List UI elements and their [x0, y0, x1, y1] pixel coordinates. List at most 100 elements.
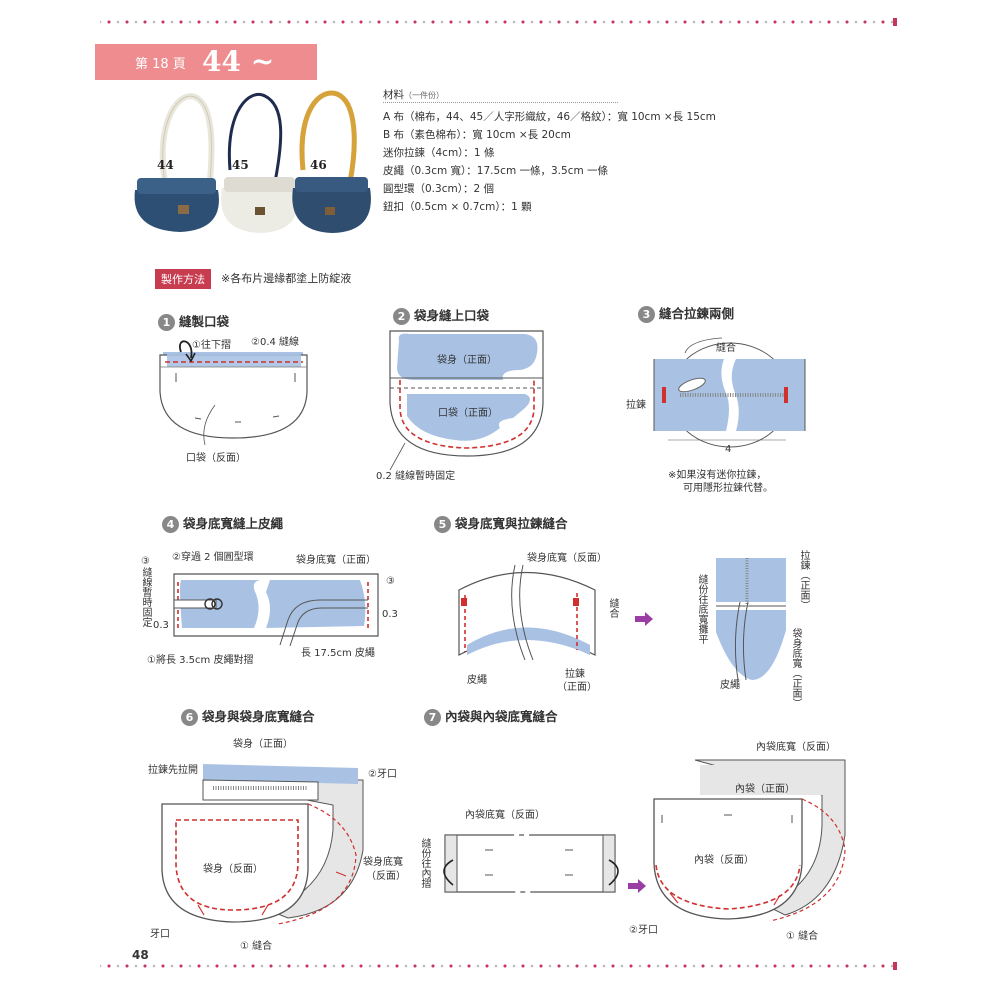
step-2-diagram: [389, 330, 544, 471]
bag-45-strap: [227, 93, 283, 183]
gusset-front-panel: [716, 610, 786, 680]
bag-46-number: 46: [310, 158, 327, 172]
bag-44-strap-edge: [162, 95, 213, 183]
body-fabric: [397, 333, 538, 380]
lining-gusset: [444, 834, 616, 893]
body-back: [161, 803, 309, 923]
zip-end: [461, 598, 467, 606]
s1-pocket-label: 口袋（反面）: [186, 453, 246, 464]
step-6-diagram: [161, 764, 364, 925]
step-label: 袋身底寬縫上皮繩: [183, 516, 284, 531]
s2-baste-label: 0.2 縫線暫時固定: [376, 471, 456, 482]
step-5-diagram-b: [716, 558, 786, 681]
s6-gusset-back2-label: （反面）: [366, 871, 406, 882]
s3-note-2: 可用隱形拉鍊代替。: [683, 483, 773, 494]
fold-arrow: [178, 340, 193, 359]
material-line: 迷你拉鍊（4cm）：1 條: [383, 147, 495, 159]
s6-body-front-label: 袋身（正面）: [233, 739, 293, 750]
s2-pocket-label: 口袋（正面）: [438, 408, 498, 419]
pocket-fabric: [407, 394, 530, 441]
s5-zipper-label: 拉鍊: [565, 669, 585, 680]
step-3-title: 3 縫合拉鍊兩側: [638, 303, 734, 323]
banner-page-label: 第 18 頁: [135, 57, 186, 72]
step-label: 袋身縫上口袋: [414, 308, 490, 323]
top-rule-end: [893, 18, 897, 26]
sew-line: [175, 819, 299, 911]
step-number: 1: [158, 314, 175, 331]
lining-front-area: [700, 765, 830, 795]
step-3-diagram: [653, 337, 806, 448]
step-number: 6: [181, 709, 198, 726]
s6-notch2-label: 牙口: [150, 929, 170, 940]
s5-flatten-label: 縫份往底寬攤平: [696, 574, 707, 644]
break-right: [522, 829, 532, 901]
s4-baste-label: ③縫線暫時固定: [140, 556, 151, 627]
gusset-fabric-left: [180, 579, 260, 628]
zipper-stop-right: [784, 387, 788, 403]
step-label: 縫合拉鍊兩側: [659, 306, 735, 321]
notch: [197, 904, 205, 916]
bag-45-tab: [255, 207, 265, 215]
page-banner: 第 18 頁 44 ~ 46: [95, 44, 317, 111]
step-label: 縫製口袋: [179, 314, 230, 329]
arrow-right: [628, 879, 646, 893]
strap: [511, 564, 534, 661]
bag-46-strap: [299, 90, 357, 183]
top-dot-rule: [100, 18, 895, 26]
s7-lining-front-label: 內袋（正面）: [735, 784, 795, 795]
method-tag: 製作方法: [155, 269, 211, 289]
s5-strap2-label: 皮繩: [720, 680, 740, 691]
s1-sew-label: ②0.4 縫線: [251, 337, 300, 348]
body-front-top: [203, 764, 358, 784]
material-line: A 布（棉布，44、45／人字形織紋，46／格紋）：寬 10cm ×長 15cm: [383, 111, 716, 123]
lining-back-wall: [694, 759, 846, 916]
s6-gusset-back1-label: 袋身底寬: [363, 857, 403, 868]
s4-d2-label: 0.3: [382, 609, 398, 620]
s7-sew-label: ① 縫合: [786, 931, 819, 942]
s4-c3-label: ③: [386, 576, 395, 587]
zipper-front: [467, 627, 590, 655]
s5-zipper-front-label: 拉鍊（正面）: [798, 550, 809, 610]
s2-body-label: 袋身（正面）: [437, 355, 497, 366]
fold-left: [444, 834, 458, 893]
step-7-arrow: [628, 879, 646, 893]
bag-45-top: [224, 177, 295, 192]
banner-range: 44 ~ 46: [202, 45, 275, 111]
notch: [335, 871, 347, 877]
materials-divider: [383, 102, 618, 103]
strap: [734, 601, 749, 681]
material-line: 鈕扣（0.5cm × 0.7cm）：1 顆: [383, 201, 532, 213]
material-line: 圓型環（0.3cm）：2 個: [383, 183, 494, 195]
pocket-mark: [194, 417, 202, 420]
short-strap: [173, 599, 217, 609]
step-number: 5: [434, 516, 451, 533]
step-7-diagram-a: [443, 829, 619, 901]
s3-sew-label: 縫合: [716, 343, 736, 354]
bag-44: 44: [134, 93, 219, 232]
turn-arrow-left: [443, 859, 454, 886]
ring: [211, 598, 223, 610]
s3-note-1: ※如果沒有迷你拉鍊，: [668, 470, 767, 481]
gusset-fabric-right: [266, 580, 366, 628]
materials-qty: （一件份）: [404, 91, 444, 100]
s5-gusset-back-label: 袋身底寬（反面）: [527, 553, 607, 564]
zipper-stop-left: [662, 387, 666, 403]
page-number: 48: [132, 948, 149, 962]
s6-body-back-label: 袋身（反面）: [203, 864, 263, 875]
step-number: 7: [424, 709, 441, 726]
leader-line: [389, 442, 406, 471]
step-number: 3: [638, 306, 655, 323]
s1-fold-label: ①往下摺: [192, 340, 231, 351]
method-note: ※各布片邊緣都塗上防綻液: [221, 272, 352, 285]
materials-title: 材料: [383, 89, 404, 101]
s4-fold-label: ①將長 3.5cm 皮繩對摺: [147, 655, 254, 666]
s7-fold-label: 縫份往內摺: [419, 838, 430, 888]
s5-sew-label: 縫合: [607, 598, 618, 618]
bag-44-top: [137, 178, 216, 194]
arrow-right: [635, 612, 653, 626]
material-line: 皮繩（0.3cm 寬）：17.5cm 一條，3.5cm 一條: [383, 165, 609, 177]
step-number: 2: [393, 308, 410, 325]
s3-dim-label: 4: [725, 444, 732, 455]
notch: [773, 894, 781, 906]
